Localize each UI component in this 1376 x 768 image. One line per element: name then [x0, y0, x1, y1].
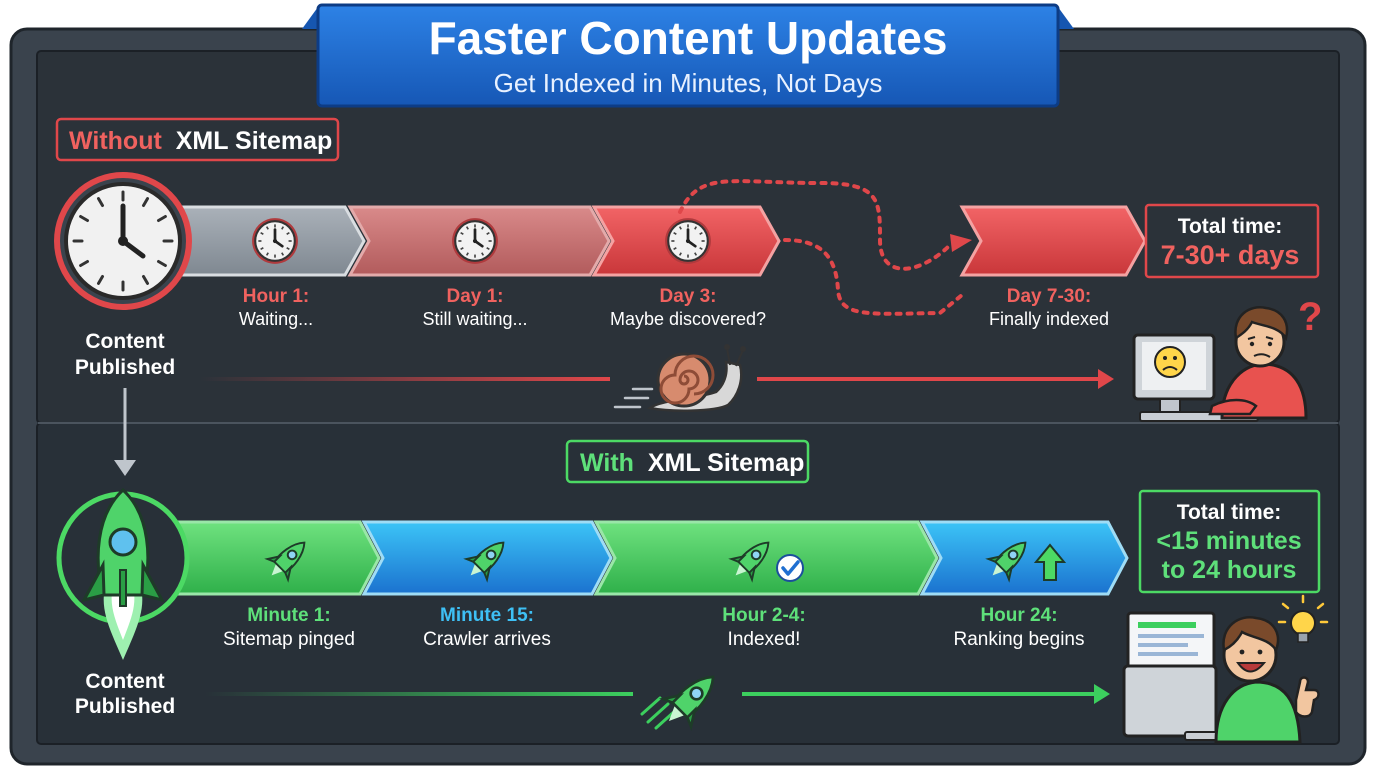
with-milestone-3-time: Hour 2-4: [722, 605, 805, 626]
with-milestone-3-desc: Indexed! [728, 629, 801, 650]
clock-icon [663, 216, 713, 266]
content-published-clock-icon [54, 172, 192, 310]
slow-progress-line [757, 377, 1102, 381]
without-total-time-box: Total time: 7-30+ days [1144, 203, 1320, 279]
fast-progress-line [205, 692, 633, 696]
with-milestone-4-time: Hour 24: [980, 605, 1057, 626]
svg-text:Without XML Sitemap: Without XML Sitemap [69, 127, 332, 155]
content-published-rocket-icon [56, 487, 190, 660]
without-label-prefix: Without [69, 127, 162, 155]
without-total-label: Total time: [1178, 215, 1283, 238]
without-milestone-2-desc: Still waiting... [422, 309, 527, 329]
with-total-value-line2: to 24 hours [1162, 556, 1297, 584]
with-segment-4 [919, 520, 1129, 596]
title-banner: Faster Content Updates Get Indexed in Mi… [302, 3, 1074, 108]
arrowhead [1098, 369, 1114, 389]
dotted-detour-path [678, 179, 964, 316]
speeding-rocket-icon [640, 661, 729, 737]
page-title: Faster Content Updates [429, 12, 948, 64]
check-icon [776, 554, 804, 582]
without-label-suffix: XML Sitemap [176, 127, 333, 155]
with-segment-3 [593, 520, 939, 596]
lightbulb-icon [1277, 594, 1329, 643]
without-milestone-4-desc: Finally indexed [989, 309, 1109, 329]
snail-icon [613, 344, 746, 412]
with-milestone-4-desc: Ranking begins [954, 629, 1085, 650]
clock-icon [450, 216, 500, 266]
without-start-label-line1: Content [85, 330, 164, 353]
fast-progress-line [742, 692, 1094, 696]
with-start-label-line2: Published [75, 695, 175, 718]
with-label-box: With XML Sitemap [565, 439, 810, 484]
with-start-label-line1: Content [85, 670, 164, 693]
with-total-label: Total time: [1177, 501, 1282, 524]
without-milestone-1-time: Hour 1: [243, 286, 310, 307]
without-milestone-2-time: Day 1: [446, 286, 503, 307]
page-subtitle: Get Indexed in Minutes, Not Days [494, 68, 883, 98]
confused-user-illustration: ? [1132, 295, 1322, 422]
with-milestone-2-desc: Crawler arrives [423, 629, 551, 650]
question-mark-icon: ? [1298, 295, 1322, 339]
up-arrow-icon [1033, 543, 1067, 581]
without-label-box: Without XML Sitemap [55, 117, 340, 162]
arrowhead [1094, 684, 1110, 704]
with-total-time-box: Total time: <15 minutes to 24 hours [1138, 489, 1321, 594]
with-milestone-1-desc: Sitemap pinged [223, 629, 355, 650]
with-label-prefix: With [580, 449, 634, 477]
clock-icon [250, 216, 300, 266]
without-segment-4 [959, 205, 1147, 277]
slow-progress-line [200, 377, 610, 381]
svg-text:With XML Sitemap: With XML Sitemap [580, 449, 804, 477]
without-milestone-4-time: Day 7-30: [1007, 286, 1092, 307]
arrowhead [114, 460, 136, 476]
without-milestone-3-desc: Maybe discovered? [610, 309, 766, 329]
with-total-value-line1: <15 minutes [1156, 527, 1301, 555]
with-label-suffix: XML Sitemap [648, 449, 805, 477]
arrowhead [950, 234, 972, 252]
with-milestone-1-time: Minute 1: [247, 605, 330, 626]
without-milestone-3-time: Day 3: [659, 286, 716, 307]
happy-user-illustration [1122, 594, 1329, 744]
without-start-label-line2: Published [75, 356, 175, 379]
with-milestone-2-time: Minute 15: [440, 605, 534, 626]
without-milestone-1-desc: Waiting... [239, 309, 313, 329]
without-total-value: 7-30+ days [1161, 240, 1300, 270]
